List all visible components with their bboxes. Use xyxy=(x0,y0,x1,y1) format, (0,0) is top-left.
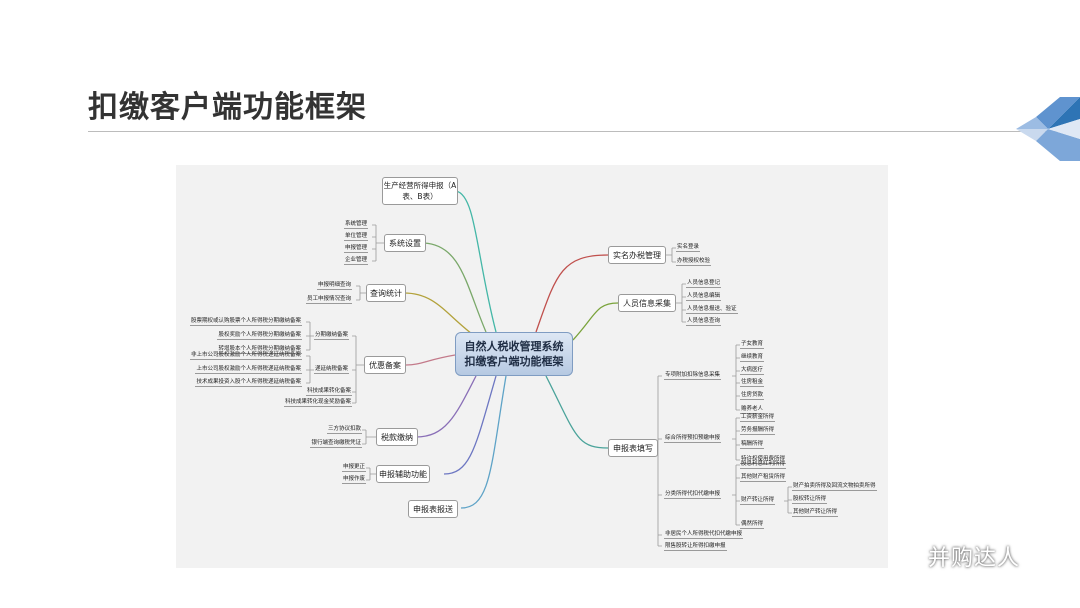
connector-system xyxy=(423,242,487,333)
leaf-item: 申报作废 xyxy=(341,476,366,484)
title-divider xyxy=(88,131,1078,132)
slide-title: 扣缴客户端功能框架 xyxy=(88,90,367,125)
leaf-item: 股票期权或认购股票个人所得税分期缴纳备案 xyxy=(189,318,302,326)
leaf-item: 工资薪金所得 xyxy=(740,414,776,422)
center-topic-line1: 自然人税收管理系统 xyxy=(464,340,564,353)
leaf-item: 人员信息编辑 xyxy=(686,293,722,301)
leaf-item: 住房租金 xyxy=(740,379,765,387)
mindmap-diagram: 自然人税收管理系统 扣缴客户端功能框架 生产经营所得申报（A表、B表） 系统设置… xyxy=(176,165,888,568)
branch-system-settings: 系统设置 xyxy=(384,234,426,252)
leaf-item: 特许权使用费所得 xyxy=(740,456,787,464)
leaf-item: 银行端查询缴税凭证 xyxy=(310,440,362,448)
center-topic: 自然人税收管理系统 扣缴客户端功能框架 xyxy=(455,332,573,376)
connector-report-send xyxy=(460,375,507,509)
leaf-item: 人员信息报送、验证 xyxy=(686,306,738,314)
leaf-item: 人员信息查询 xyxy=(686,318,722,326)
leaf-subgroup: 非居民个人所得税代扣代缴申报 xyxy=(664,531,744,539)
leaf-item: 赡养老人 xyxy=(740,406,765,414)
leaf-item: 股息利息红利所得 xyxy=(740,461,787,469)
watermark-text: 并购达人 xyxy=(928,546,1021,571)
leaf-item: 系统管理 xyxy=(343,221,368,229)
leaf-item: 大病医疗 xyxy=(740,367,765,375)
leaf-item: 非上市公司股权激励个人所得税递延纳税备案 xyxy=(189,352,302,360)
leaf-subgroup: 递延纳税备案 xyxy=(314,366,350,374)
branch-production-declaration: 生产经营所得申报（A表、B表） xyxy=(382,177,458,205)
branch-preferential-filing: 优惠备案 xyxy=(364,356,406,374)
leaf-item: 申报更正 xyxy=(341,464,366,472)
connector-preferential xyxy=(405,354,456,366)
leaf-item: 员工申报情况查询 xyxy=(305,296,352,304)
leaf-item: 股权转让所得 xyxy=(792,496,828,504)
connector-personnel xyxy=(572,302,619,341)
leaf-connectors xyxy=(306,224,792,547)
leaf-item: 上市公司股权激励个人所得税递延纳税备案 xyxy=(195,366,302,374)
leaf-item: 股权奖励个人所得税分期缴纳备案 xyxy=(217,332,302,340)
leaf-item: 申报管理 xyxy=(343,245,368,253)
branch-query-statistics: 查询统计 xyxy=(366,284,406,302)
branch-filing: 申报表填写 xyxy=(608,439,658,457)
branch-tax-payment: 税款缴纳 xyxy=(376,428,418,446)
leaf-item: 企业管理 xyxy=(343,257,368,265)
leaf-item: 其他财产租赁所得 xyxy=(740,474,787,482)
leaf-subgroup: 专项附加扣除信息采集 xyxy=(664,372,722,380)
leaf-item: 财产拍卖所得及回流文物拍卖所得 xyxy=(792,483,877,491)
leaf-item: 科技成果转化现金奖励备案 xyxy=(283,399,352,407)
connector-tax-payment xyxy=(415,375,477,438)
leaf-item: 转增股本个人所得税分期缴纳备案 xyxy=(217,346,302,354)
watermark: 并购达人 xyxy=(888,540,1020,572)
leaf-item: 单位管理 xyxy=(343,233,368,241)
branch-realname-tax: 实名办税管理 xyxy=(608,246,666,264)
leaf-item: 人员信息登记 xyxy=(686,280,722,288)
leaf-subgroup: 财产转让所得 xyxy=(740,497,776,505)
center-topic-line2: 扣缴客户端功能框架 xyxy=(464,355,564,368)
connector-query xyxy=(403,292,477,338)
wechat-icon xyxy=(889,542,926,569)
leaf-item: 子女教育 xyxy=(740,341,765,349)
branch-report-send: 申报表报送 xyxy=(408,500,458,518)
connector-aux xyxy=(443,375,497,475)
leaf-subgroup: 分类所得代扣代缴申报 xyxy=(664,491,722,499)
branch-personnel-info: 人员信息采集 xyxy=(618,294,676,312)
arrow-chevron-logo xyxy=(1016,97,1080,161)
leaf-item: 办税授权校验 xyxy=(676,258,712,266)
leaf-item: 偶然所得 xyxy=(740,521,765,529)
leaf-item: 科技成果转化备案 xyxy=(305,388,352,396)
leaf-subgroup: 限售股转让所得扣缴申报 xyxy=(664,543,727,551)
leaf-item: 实名登录 xyxy=(676,244,701,252)
mindmap-connectors xyxy=(306,190,792,547)
leaf-item: 继续教育 xyxy=(740,354,765,362)
connector-realname xyxy=(535,254,609,333)
leaf-subgroup: 分期缴纳备案 xyxy=(314,332,350,340)
leaf-subgroup: 综合所得预扣预缴申报 xyxy=(664,435,722,443)
leaf-item: 住房贷款 xyxy=(740,392,765,400)
connector-filing xyxy=(545,375,609,449)
leaf-item: 劳务报酬所得 xyxy=(740,427,776,435)
leaf-item: 三方协议扣款 xyxy=(326,426,362,434)
leaf-item: 技术成果投资入股个人所得税递延纳税备案 xyxy=(195,379,302,387)
leaf-item: 申报明细查询 xyxy=(316,282,352,290)
connector-production xyxy=(455,190,497,333)
branch-declaration-aux: 申报辅助功能 xyxy=(376,465,430,483)
leaf-item: 稿酬所得 xyxy=(740,441,765,449)
leaf-item: 其他财产转让所得 xyxy=(792,509,839,517)
